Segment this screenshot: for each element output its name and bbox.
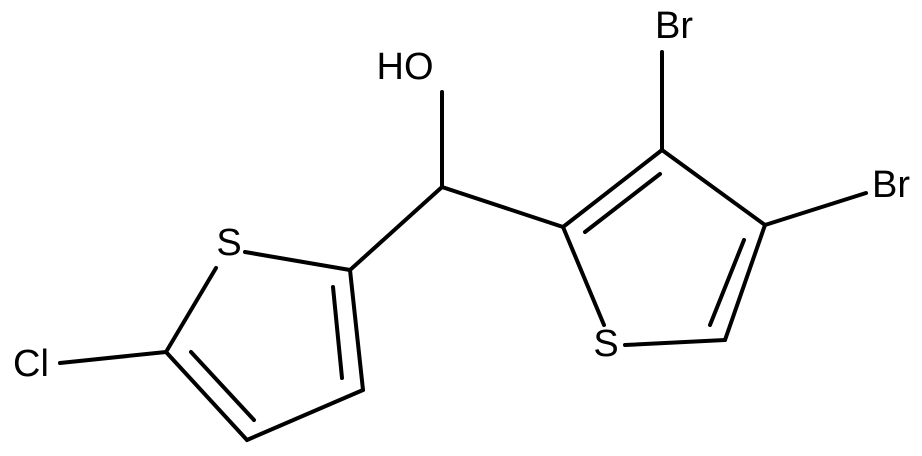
left-ring-bond-c3-c2-inner (331, 285, 344, 380)
bond-c4-br (763, 191, 868, 227)
atom-label-br-top: Br (655, 5, 693, 47)
left-ring-bond-c5-c4-inner (189, 350, 256, 422)
atom-label-br-right: Br (872, 164, 910, 206)
left-ring-bond-c5-c4 (164, 350, 249, 442)
left-ring-bond-c2-s (243, 250, 352, 272)
right-ring-bond-c4-c5 (723, 223, 767, 342)
right-ring-bond-c2-c3 (561, 148, 664, 229)
atom-label-s-right: S (593, 323, 618, 365)
right-ring-bond-s-c2 (561, 225, 606, 327)
atom-label-ho: HO (377, 46, 434, 88)
bond-c5-cl (58, 350, 168, 365)
left-ring-bond-c4-c3 (245, 388, 365, 442)
left-ring-bond-c3-c2 (348, 268, 365, 392)
bond-c-left-ring (348, 185, 444, 272)
right-ring-bond-c3-c4 (660, 148, 767, 227)
atom-label-cl: Cl (13, 343, 49, 385)
right-ring-bond-c4-c5-inner (708, 238, 746, 327)
right-ring-bond-c5-s (623, 338, 727, 347)
left-ring-bond-s-c5 (164, 266, 218, 354)
right-ring-bond-c2-c3-inner (583, 172, 662, 234)
bond-c-right-ring (440, 185, 565, 229)
atom-label-s-left: S (216, 222, 241, 264)
